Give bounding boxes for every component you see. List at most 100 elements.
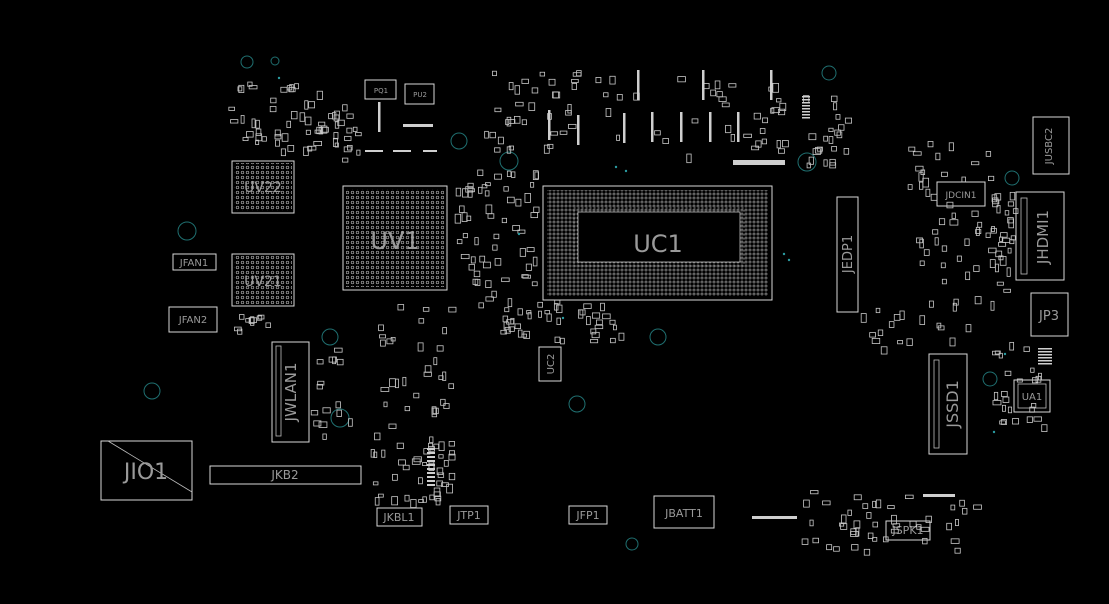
passive-part: [504, 326, 511, 334]
passive-part: [443, 403, 450, 409]
jfp1-label: JFP1: [575, 509, 599, 522]
trace-bar: [423, 150, 437, 152]
jkb2-label: JKB2: [270, 468, 298, 482]
passive-part: [830, 95, 838, 102]
passive-part: [579, 309, 586, 316]
passive-part: [515, 198, 522, 207]
passive-part: [333, 110, 340, 120]
passive-part: [992, 350, 1000, 356]
passive-part: [257, 314, 265, 320]
passive-part: [823, 135, 828, 142]
passive-part: [543, 144, 550, 154]
passive-part: [442, 327, 447, 335]
passive-part: [916, 524, 922, 530]
passive-part: [436, 467, 444, 475]
passive-part: [465, 186, 474, 193]
passive-part: [975, 229, 982, 234]
passive-part: [556, 317, 561, 325]
trace-bar: [427, 448, 435, 450]
passive-part: [826, 544, 833, 551]
passive-part: [1010, 235, 1016, 241]
trace-bar: [427, 464, 435, 466]
passive-part: [290, 111, 298, 120]
passive-part: [1023, 346, 1030, 352]
passive-part: [517, 308, 523, 316]
passive-part: [964, 238, 970, 246]
passive-part: [872, 521, 879, 528]
passive-part: [853, 494, 862, 501]
jusbc2-connector: JUSBC2: [1032, 116, 1070, 175]
passive-part: [455, 187, 462, 197]
passive-part: [831, 146, 837, 152]
passive-part: [466, 215, 472, 221]
passive-part: [485, 280, 492, 288]
passive-part: [985, 232, 991, 238]
passive-part: [893, 314, 901, 321]
jfp1-connector: JFP1: [568, 505, 608, 525]
passive-part: [380, 339, 386, 347]
passive-part: [435, 497, 441, 506]
passive-part: [230, 119, 239, 124]
passive-part: [334, 347, 343, 353]
passive-part: [459, 205, 465, 213]
trace-bar: [427, 484, 435, 486]
passive-part: [974, 296, 982, 305]
passive-part: [316, 126, 323, 135]
passive-part: [777, 108, 786, 116]
passive-part: [356, 149, 361, 156]
passive-part: [521, 119, 527, 126]
passive-part: [504, 307, 510, 313]
jhdmi1-label: JHDMI1: [1034, 210, 1052, 265]
passive-part: [916, 237, 923, 244]
passive-part: [833, 546, 840, 552]
passive-part: [998, 242, 1007, 247]
passive-part: [1009, 341, 1015, 351]
passive-part: [524, 193, 531, 203]
passive-part: [429, 436, 434, 444]
passive-part: [446, 483, 453, 494]
passive-part: [308, 101, 315, 109]
passive-part: [320, 126, 329, 133]
passive-part: [237, 86, 243, 92]
trace-bar: [770, 70, 773, 100]
passive-part: [949, 337, 956, 347]
passive-part: [616, 94, 623, 101]
passive-part: [531, 281, 538, 287]
passive-part: [381, 449, 386, 458]
passive-part: [922, 177, 930, 188]
passive-part: [514, 85, 520, 95]
passive-part: [897, 340, 904, 345]
passive-part: [489, 131, 496, 139]
passive-part: [1035, 375, 1042, 383]
passive-part: [494, 173, 502, 180]
passive-part: [423, 448, 431, 455]
passive-part: [521, 274, 529, 279]
passive-part: [402, 464, 410, 471]
jusbc2-label: JUSBC2: [1044, 128, 1055, 166]
passive-part: [554, 336, 561, 343]
passive-part: [438, 441, 445, 452]
passive-part: [467, 188, 475, 193]
passive-part: [946, 522, 952, 531]
passive-part: [287, 145, 295, 152]
jkbl1-label: JKBL1: [382, 511, 414, 524]
passive-part: [930, 193, 938, 201]
trace-bar: [427, 480, 435, 482]
passive-part: [436, 345, 444, 352]
passive-part: [925, 188, 931, 197]
jp3-label: JP3: [1038, 309, 1059, 324]
passive-part: [397, 304, 405, 311]
passive-part: [890, 528, 899, 534]
passive-part: [927, 141, 934, 148]
trace-bar: [802, 111, 810, 113]
passive-part: [533, 206, 540, 213]
passive-part: [256, 315, 263, 321]
passive-part: [662, 138, 669, 144]
trace-bar: [802, 102, 810, 104]
passive-part: [478, 186, 483, 194]
passive-part: [988, 175, 995, 182]
passive-part: [571, 83, 577, 90]
jbatt1-label: JBATT1: [664, 507, 703, 520]
passive-part: [866, 512, 872, 519]
uc1-cpu-package: UC1: [542, 185, 773, 301]
